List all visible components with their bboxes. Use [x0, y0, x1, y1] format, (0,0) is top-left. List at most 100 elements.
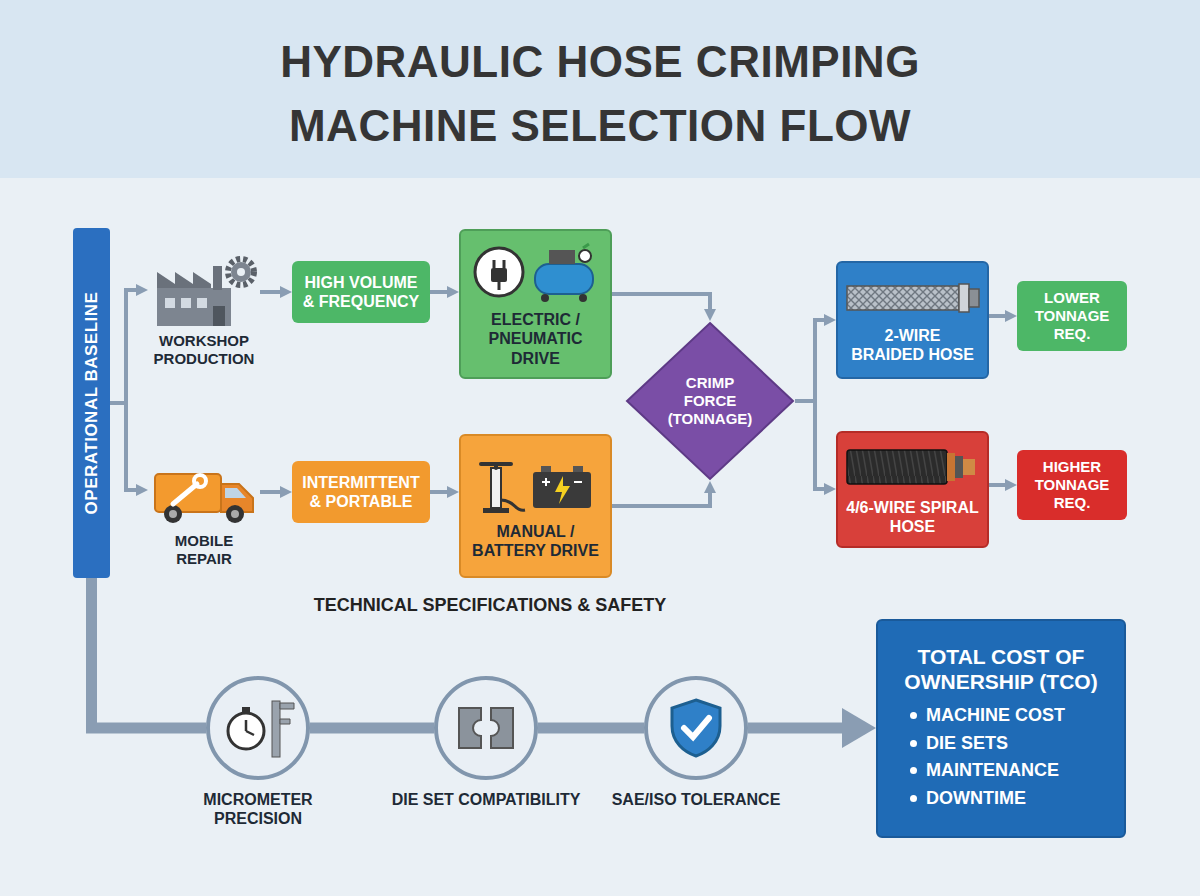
process-box: HIGHER TONNAGE REQ. — [1017, 450, 1127, 520]
icon-circle — [228, 259, 254, 285]
icon-path — [491, 708, 513, 748]
icon-circle — [228, 713, 264, 749]
icon-circle — [226, 505, 244, 523]
icon-rect — [947, 453, 955, 481]
icon-rect — [535, 264, 593, 294]
process-box: INTERMITTENT & PORTABLE — [292, 461, 430, 523]
spec-circle: MICROMETER PRECISION — [206, 676, 310, 780]
die-icon — [451, 698, 521, 758]
icon-path — [684, 718, 709, 737]
factory-icon — [149, 250, 259, 330]
summary-box: TOTAL COST OF OWNERSHIP (TCO) MACHINE COS… — [876, 619, 1126, 838]
band-label: OPERATIONAL BASELINE — [81, 292, 101, 515]
icon-caption: WORKSHOP PRODUCTION — [148, 332, 260, 368]
shield-icon — [666, 696, 726, 760]
icon-svg — [471, 452, 601, 516]
icon-rect — [491, 468, 501, 508]
flow-connector — [612, 487, 710, 506]
bullet-row: MAINTENANCE — [910, 760, 1106, 782]
icon-rect — [213, 266, 222, 290]
bullet-text: DIE SETS — [926, 733, 1008, 755]
gauge-icon — [218, 693, 298, 763]
icon-rect — [155, 474, 221, 512]
icon-rect — [573, 466, 583, 472]
icon-circle — [231, 262, 251, 282]
bullet-dot — [910, 795, 917, 802]
bullet-row: DIE SETS — [910, 733, 1106, 755]
flow-connector — [612, 294, 710, 315]
icon-rect — [165, 298, 175, 308]
icon-rect — [847, 450, 947, 484]
icon-rect — [272, 701, 280, 757]
spiral-icon — [843, 442, 983, 492]
icon-svg — [218, 693, 298, 763]
icon-circle — [541, 294, 549, 302]
bullet-text: DOWNTIME — [926, 788, 1026, 810]
summary-heading: TOTAL COST OF OWNERSHIP (TCO) — [896, 644, 1106, 694]
icon-svg — [666, 696, 726, 760]
icon-rect — [181, 298, 191, 308]
decision-diamond: CRIMP FORCE (TONNAGE) — [625, 321, 795, 481]
icon-rect — [955, 456, 963, 478]
icon-rect — [969, 289, 979, 307]
option-card: MANUAL / BATTERY DRIVE — [459, 434, 612, 578]
icon-svg — [843, 276, 983, 320]
icon-path — [459, 708, 481, 748]
icon-rect — [549, 250, 575, 264]
icon-circle — [237, 268, 245, 276]
option-card: 2-WIRE BRAIDED HOSE — [836, 261, 989, 379]
box-label: MANUAL / BATTERY DRIVE — [469, 522, 602, 560]
box-label: 4/6-WIRE SPIRAL HOSE — [846, 498, 979, 536]
icon-rect — [541, 466, 551, 472]
header-band — [0, 0, 1200, 178]
power-icon — [471, 240, 601, 304]
manual-icon — [471, 452, 601, 516]
icon-rect — [157, 288, 231, 326]
icon-path — [494, 260, 504, 268]
icon-caption: MOBILE REPAIR — [148, 532, 260, 568]
icon-rect — [213, 306, 225, 326]
icon-path — [555, 476, 570, 504]
section-heading: TECHNICAL SPECIFICATIONS & SAFETY — [314, 595, 666, 617]
box-label: INTERMITTENT & PORTABLE — [300, 473, 422, 511]
spec-label: DIE SET COMPATIBILITY — [386, 790, 586, 809]
icon-rect — [197, 298, 207, 308]
icon-circle — [194, 475, 206, 487]
icon-circle — [579, 250, 591, 262]
icon-rect — [242, 707, 250, 713]
baseline-rail — [748, 723, 856, 734]
box-label: HIGHER TONNAGE REQ. — [1025, 458, 1119, 512]
spec-circle: SAE/ISO TOLERANCE — [644, 676, 748, 780]
bullet-dot — [910, 740, 917, 747]
process-box: HIGH VOLUME & FREQUENCY — [292, 261, 430, 323]
option-card: ELECTRIC / PNEUMATIC DRIVE — [459, 229, 612, 379]
bullet-dot — [910, 712, 917, 719]
flow-connector — [795, 401, 830, 489]
icon-path — [583, 244, 589, 248]
icon-rect — [963, 459, 975, 475]
icon-path — [481, 464, 511, 468]
flow-connector — [430, 290, 453, 294]
bullet-dot — [910, 767, 917, 774]
icon-rect — [847, 286, 959, 310]
icon-circle — [579, 294, 587, 302]
bullet-text: MAINTENANCE — [926, 760, 1059, 782]
baseline-band: OPERATIONAL BASELINE — [73, 228, 110, 578]
icon-svg — [149, 250, 259, 330]
process-box: LOWER TONNAGE REQ. — [1017, 281, 1127, 351]
icon-rect — [483, 508, 509, 513]
braided-icon — [843, 276, 983, 320]
bullet-text: MACHINE COST — [926, 705, 1065, 727]
icon-node: WORKSHOP PRODUCTION — [148, 250, 260, 368]
icon-svg — [471, 240, 601, 304]
baseline-rail — [538, 723, 644, 734]
decision-label: CRIMP FORCE (TONNAGE) — [662, 374, 758, 428]
van-icon — [149, 450, 259, 530]
bullet-row: MACHINE COST — [910, 705, 1106, 727]
diagram-title: HYDRAULIC HOSE CRIMPING MACHINE SELECTIO… — [220, 30, 980, 158]
flow-connector — [989, 314, 1011, 318]
icon-svg — [843, 442, 983, 492]
flow-connector — [430, 490, 453, 494]
icon-path — [173, 484, 197, 504]
flow-connector — [110, 403, 142, 490]
